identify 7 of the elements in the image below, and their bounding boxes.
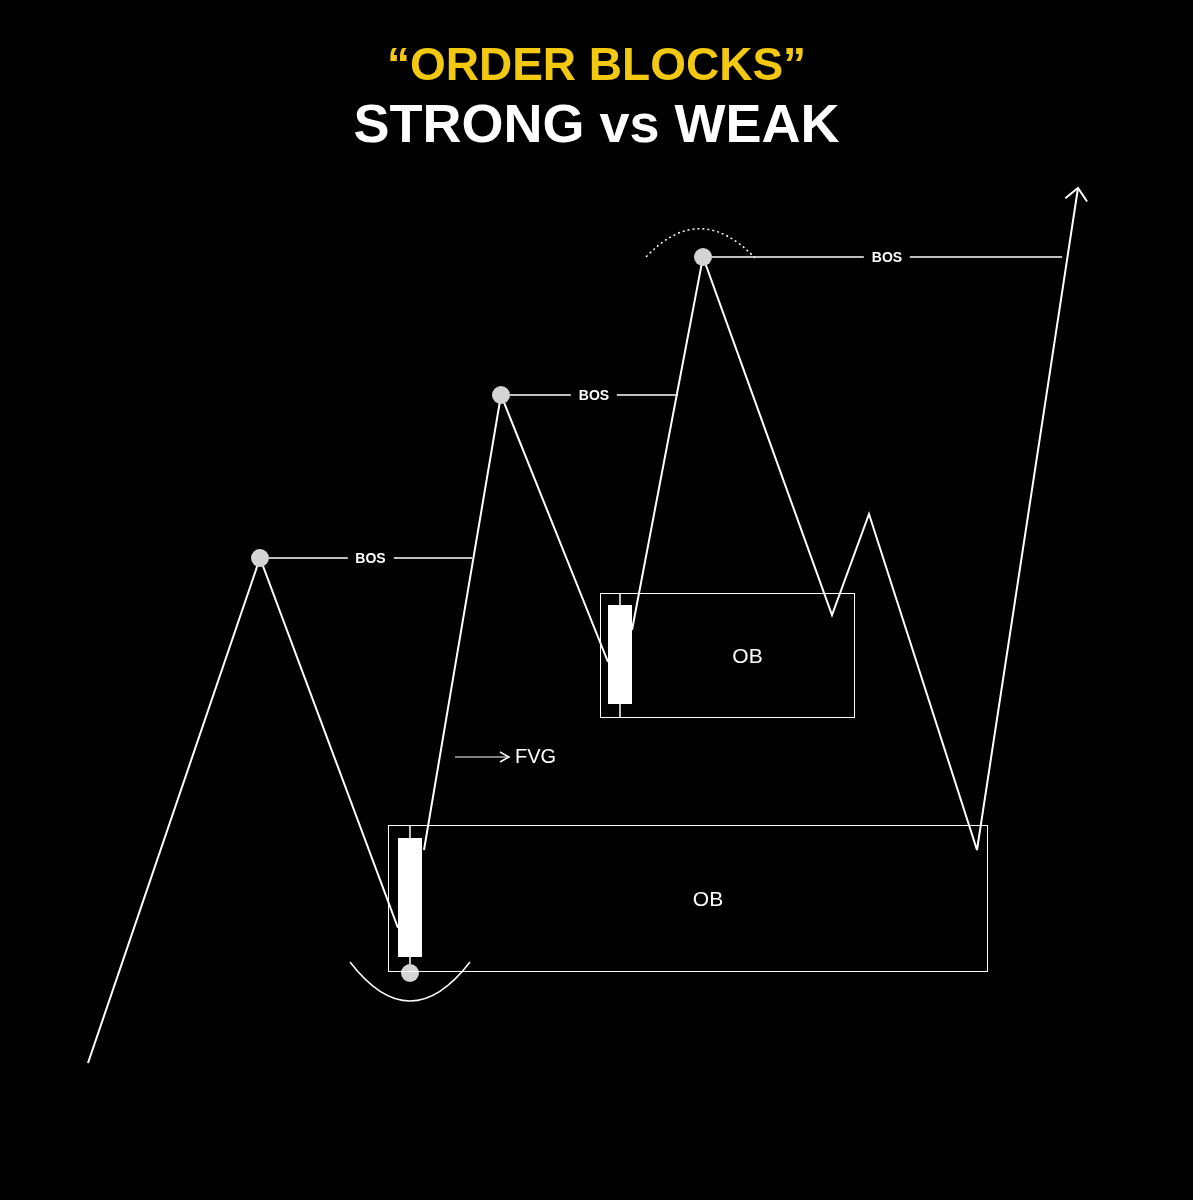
order-block-label: OB — [732, 642, 763, 669]
order-block-box — [388, 825, 988, 972]
title: “ORDER BLOCKS” — [386, 37, 807, 92]
order-block-label: OB — [692, 885, 724, 912]
fvg-label: FVG — [515, 744, 557, 769]
subtitle: STRONG vs WEAK — [353, 92, 840, 154]
order-block-box — [600, 593, 855, 718]
